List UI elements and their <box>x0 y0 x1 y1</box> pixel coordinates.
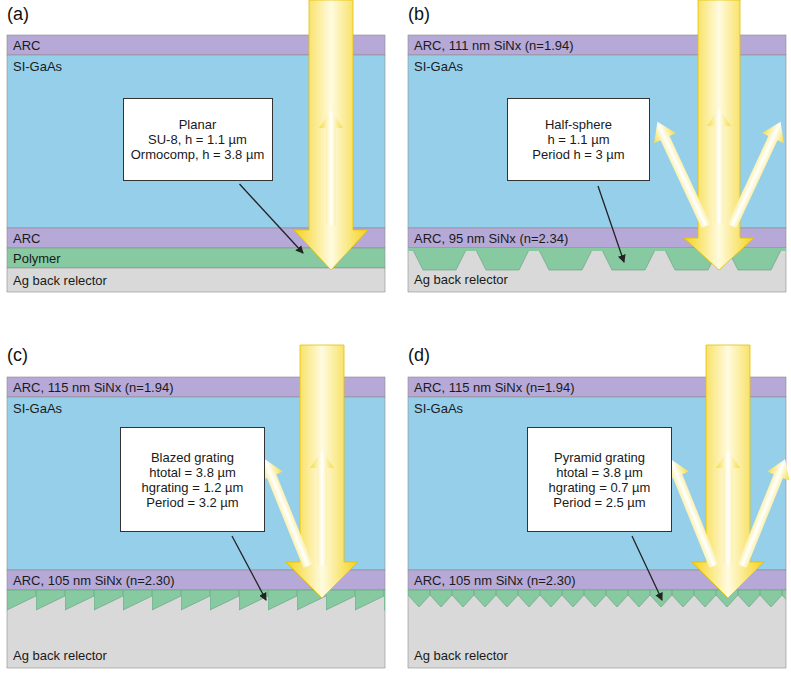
incident-light-arrow <box>286 345 358 598</box>
silver-layer <box>7 590 385 668</box>
panel-label: (a) <box>7 4 29 25</box>
layer-label: Polymer <box>13 251 61 266</box>
layer-label: SI-GaAs <box>13 59 62 74</box>
layer-band: SI-GaAsPyramid gratinghtotal = 3.8 µmhgr… <box>408 397 786 570</box>
layer-label: SI-GaAs <box>414 401 463 416</box>
callout-box: Blazed gratinghtotal = 3.8 µmhgrating = … <box>120 427 265 532</box>
leader-arrow <box>632 536 662 600</box>
silver-layer <box>7 268 385 292</box>
callout-text: Ormocomp, h = 3.8 µm <box>131 147 265 162</box>
incident-light-arrow <box>684 0 754 270</box>
layer-band: ARC, 95 nm SiNx (n=2.34) <box>408 228 786 248</box>
callout-title: Blazed grating <box>151 450 234 465</box>
panel-label: (c) <box>7 345 28 366</box>
callout-text: htotal = 3.8 µm <box>556 465 643 480</box>
layer-label: ARC, 95 nm SiNx (n=2.34) <box>414 231 568 246</box>
reflected-light-arrow <box>707 108 731 223</box>
incident-light-arrow <box>294 0 368 270</box>
panel-label: (d) <box>408 345 430 366</box>
callout-text: htotal = 3.8 µm <box>149 465 236 480</box>
layer-label: ARC, 105 nm SiNx (n=2.30) <box>414 573 575 588</box>
callout-title: Pyramid grating <box>554 450 645 465</box>
callout-box: PlanarSU-8, h = 1.1 µmOrmocomp, h = 3.8 … <box>123 98 273 181</box>
layer-label: Ag back relector <box>13 273 107 288</box>
leader-arrow <box>240 184 304 253</box>
layer-label: SI-GaAs <box>13 401 62 416</box>
layer-band: ARC, 111 nm SiNx (n=1.94) <box>408 35 786 55</box>
callout-text: Period = 2.5 µm <box>553 495 645 510</box>
layer-band: Polymer <box>7 248 385 268</box>
callout-box: Pyramid gratinghtotal = 3.8 µmhgrating =… <box>527 427 672 532</box>
layer-label: SI-GaAs <box>414 59 463 74</box>
layer-band: ARC, 115 nm SiNx (n=1.94) <box>408 377 786 397</box>
scattered-light-arrow <box>647 117 717 231</box>
callout-title: Half-sphere <box>545 117 612 132</box>
layer-band: ARC, 105 nm SiNx (n=2.30) <box>408 570 786 590</box>
leader-arrow <box>232 536 266 600</box>
layer-band: SI-GaAsHalf-sphereh = 1.1 µmPeriod h = 3… <box>408 55 786 228</box>
layer-band: ARC <box>7 35 385 55</box>
layer-band: ARC, 105 nm SiNx (n=2.30) <box>7 570 385 590</box>
scattered-light-arrow <box>721 117 791 231</box>
layer-label: ARC, 111 nm SiNx (n=1.94) <box>414 38 574 53</box>
layer-label: ARC <box>13 38 40 53</box>
callout-text: Period = 3.2 µm <box>146 495 238 510</box>
layer-band: ARC <box>7 228 385 248</box>
layer-band: SI-GaAsBlazed gratinghtotal = 3.8 µmhgra… <box>7 397 385 570</box>
layer-band: SI-GaAsPlanarSU-8, h = 1.1 µmOrmocomp, h… <box>7 55 385 228</box>
layer-label: ARC, 115 nm SiNx (n=1.94) <box>13 380 174 395</box>
blazed-grating-polymer <box>7 590 385 612</box>
layer-label: Ag back relector <box>414 272 508 287</box>
layer-label: ARC, 115 nm SiNx (n=1.94) <box>414 380 575 395</box>
callout-text: hgrating = 1.2 µm <box>142 480 244 495</box>
layer-band: Ag back relector <box>7 590 385 668</box>
reflected-light-arrow <box>319 110 343 225</box>
layer-label: Ag back relector <box>13 648 107 663</box>
layer-band: ARC, 115 nm SiNx (n=1.94) <box>7 377 385 397</box>
callout-title: Planar <box>179 117 217 132</box>
layer-band: Ag back relector <box>7 268 385 292</box>
layer-label: Ag back relector <box>414 648 508 663</box>
reflected-light-arrow <box>716 450 740 565</box>
leader-arrow <box>598 186 624 262</box>
callout-box: Half-sphereh = 1.1 µmPeriod h = 3 µm <box>507 98 650 181</box>
incident-light-arrow <box>692 345 764 598</box>
reflected-light-arrow <box>310 450 334 565</box>
layer-band: Ag back relector <box>408 248 786 292</box>
panel-label: (b) <box>408 4 430 25</box>
layer-label: ARC, 105 nm SiNx (n=2.30) <box>13 573 174 588</box>
callout-text: SU-8, h = 1.1 µm <box>148 132 247 147</box>
scattered-light-arrow <box>731 455 791 571</box>
layer-band: Ag back relector <box>408 590 786 668</box>
callout-text: Period h = 3 µm <box>532 147 624 162</box>
layer-label: ARC <box>13 231 40 246</box>
callout-text: h = 1.1 µm <box>547 132 609 147</box>
silver-layer <box>408 590 786 668</box>
callout-text: hgrating = 0.7 µm <box>549 480 651 495</box>
